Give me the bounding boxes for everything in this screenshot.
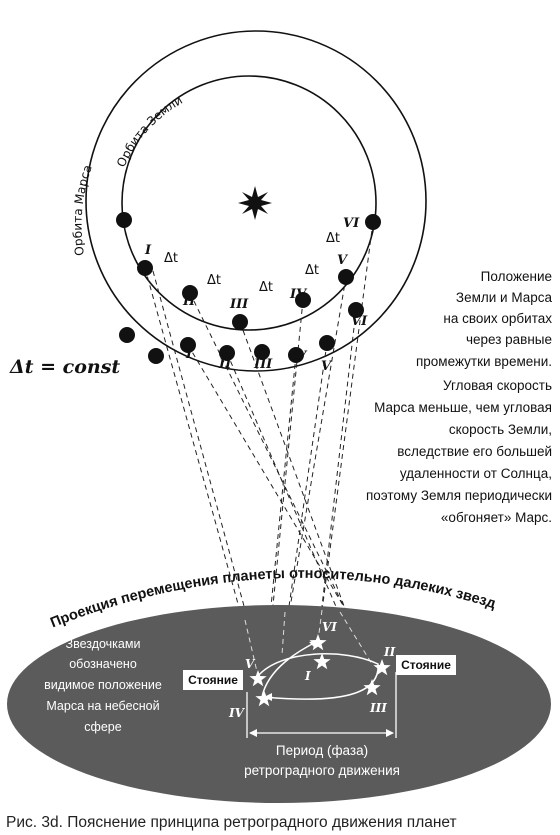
dt-const-label: Δt = const	[9, 356, 120, 378]
figure-caption: Рис. 3d. Пояснение принципа ретроградног…	[6, 814, 457, 831]
mars-position-dot	[219, 345, 235, 361]
stoyanie-label-left: Стояние	[188, 673, 238, 687]
side-explanation: Положение Земли и Марса на своих орбитах…	[366, 269, 553, 525]
mars-label-II: II	[218, 357, 232, 372]
side-line: удаленности от Солнца,	[400, 466, 552, 481]
bracket-arrow-right-icon	[386, 729, 394, 737]
period-label-line2: ретроградного движения	[244, 763, 400, 778]
star-icon	[373, 659, 391, 676]
side-line: Угловая скорость	[443, 378, 552, 393]
oval-note-line: Марса на небесной	[46, 699, 159, 713]
stoyanie-box-right	[396, 655, 456, 675]
period-bracket	[246, 672, 397, 738]
earth-position-dot	[137, 260, 153, 276]
stoyanie-label-right: Стояние	[401, 658, 451, 672]
star-icon	[309, 634, 327, 651]
side-line: промежутки времени.	[416, 354, 552, 369]
mars-position-dot	[319, 335, 335, 351]
star-icon	[249, 670, 267, 687]
oval-note-line: обозначено	[69, 657, 137, 671]
period-label-line1: Период (фаза)	[276, 743, 368, 758]
oval-note: Звездочками обозначено видимое положение…	[44, 637, 162, 734]
star-label-VI: VI	[322, 620, 337, 634]
star-icon	[255, 690, 273, 707]
earth-position-dot	[116, 212, 132, 228]
mars-orbit	[85, 30, 427, 372]
mars-label-V: V	[321, 359, 333, 374]
earth-orbit	[121, 75, 377, 331]
side-line: «обгоняет» Марс.	[441, 510, 552, 525]
projection-lines-over-oval	[244, 609, 373, 677]
earth-position-dot	[182, 285, 198, 301]
side-line: поэтому Земля периодически	[366, 488, 552, 503]
star-label-I: I	[304, 669, 311, 683]
mars-positions	[119, 302, 364, 364]
svg-text:Орбита Земли: Орбита Земли	[114, 93, 185, 169]
side-line: через равные	[466, 332, 552, 347]
oval-note-line: Звездочками	[66, 637, 141, 651]
dt-label: Δt	[326, 231, 340, 246]
mars-label-IV: IV	[289, 349, 308, 364]
earth-position-dot	[232, 314, 248, 330]
earth-label-I: I	[144, 243, 152, 258]
dt-label: Δt	[207, 273, 221, 288]
star-icon	[313, 653, 331, 670]
side-line: Земли и Марса	[456, 290, 553, 305]
earth-label-III: III	[229, 297, 249, 312]
earth-label-IV: IV	[289, 287, 308, 302]
star-label-III: III	[369, 701, 387, 715]
side-line: вследствие его большей	[397, 444, 552, 459]
oval-note-line: видимое положение	[44, 678, 162, 692]
mars-position-dot	[119, 327, 135, 343]
mars-label-I: I	[185, 347, 193, 362]
side-line: скорость Земли,	[449, 422, 552, 437]
mars-position-dot	[288, 347, 304, 363]
earth-positions	[116, 212, 381, 330]
stoyanie-box-left	[183, 670, 243, 690]
earth-label-V: V	[337, 253, 349, 268]
earth-label-VI: VI	[343, 216, 360, 231]
star-label-V: V	[245, 657, 256, 671]
star-label-IV: IV	[228, 706, 246, 720]
mars-position-dot	[180, 337, 196, 353]
side-line: Положение	[481, 269, 552, 284]
dt-label: Δt	[164, 251, 178, 266]
earth-position-dot	[365, 214, 381, 230]
dt-label: Δt	[305, 263, 319, 278]
side-line: на своих орбитах	[443, 311, 552, 326]
oval-note-line: сфере	[84, 720, 121, 734]
earth-label-II: II	[182, 294, 196, 309]
side-line: Марса меньше, чем угловая	[374, 400, 552, 415]
earth-position-dot	[295, 292, 311, 308]
earth-position-dot	[338, 269, 354, 285]
mars-position-dot	[348, 302, 364, 318]
mars-position-dot	[254, 344, 270, 360]
sun-icon	[238, 186, 272, 220]
celestial-sphere-oval	[7, 605, 551, 803]
star-label-II: II	[383, 645, 396, 659]
earth-orbit-label: Орбита Земли	[114, 93, 185, 169]
apparent-star-positions	[249, 634, 391, 707]
mars-label-III: III	[253, 357, 273, 372]
mars-label-VI: VI	[351, 314, 368, 329]
bracket-arrow-left-icon	[249, 729, 257, 737]
star-icon	[363, 679, 381, 696]
dt-label: Δt	[259, 280, 273, 295]
mars-position-dot	[148, 348, 164, 364]
